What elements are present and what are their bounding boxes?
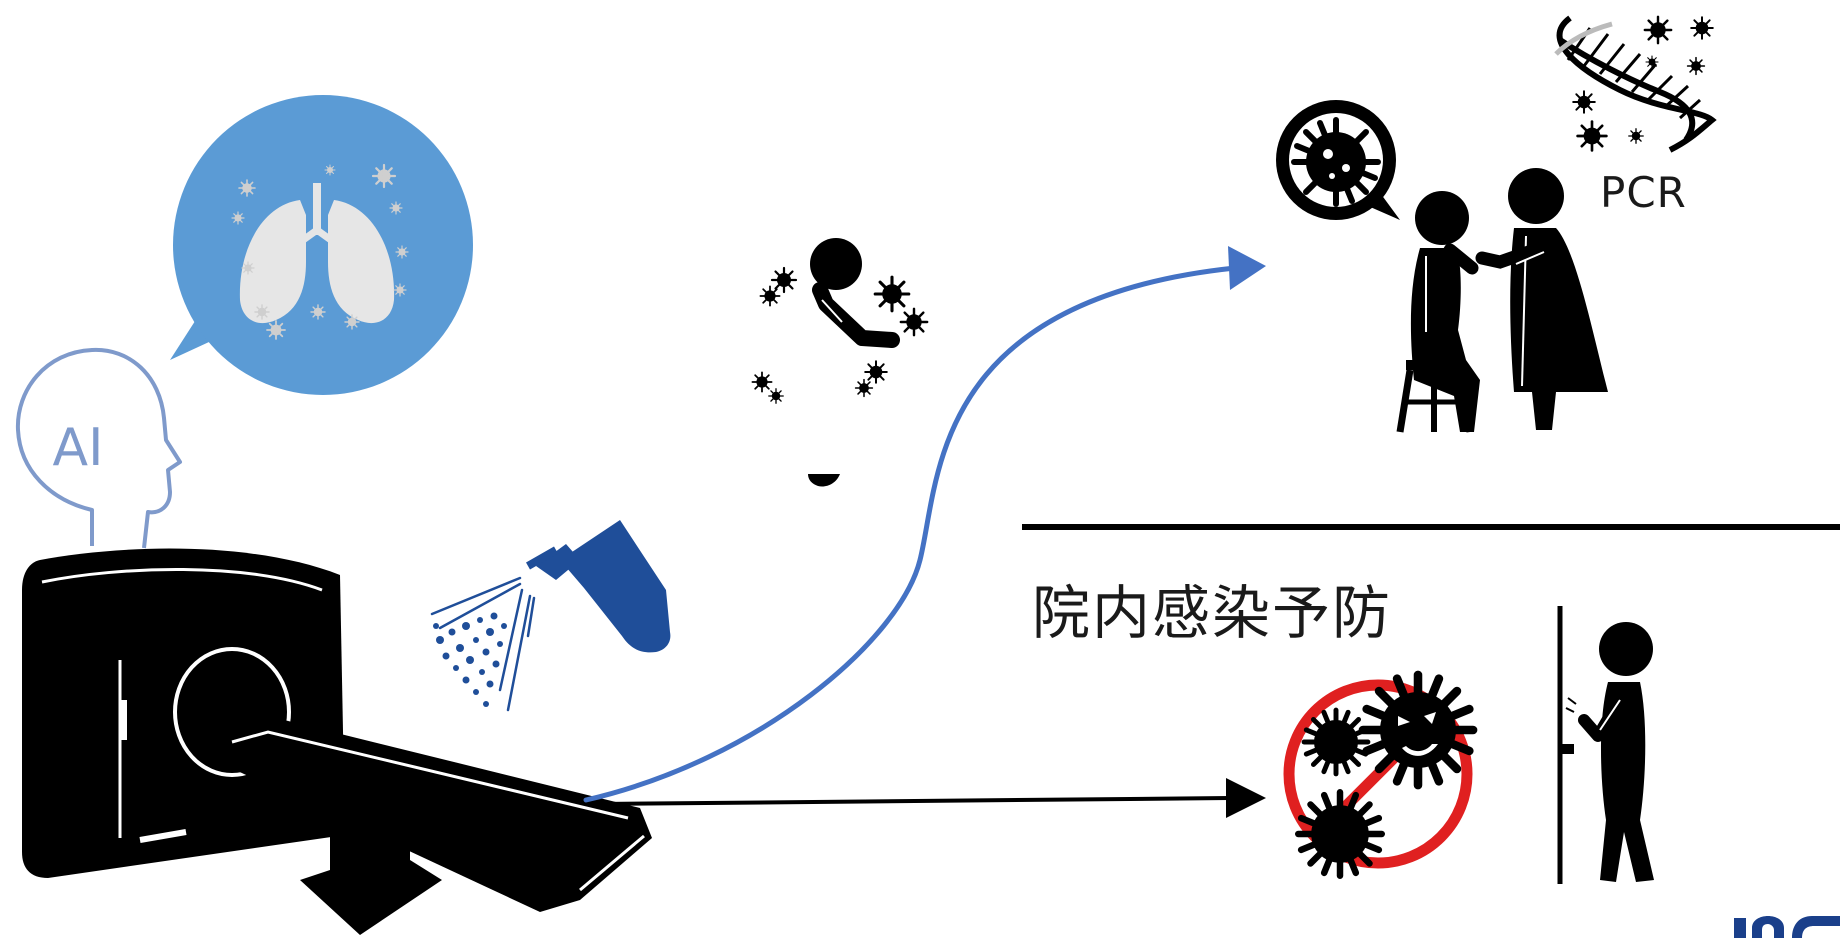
hand-washing-person-icon: [1557, 606, 1654, 884]
ct-to-prevention-arrow: [599, 778, 1266, 818]
lungs-icon: [239, 183, 395, 324]
infection-prevention-label: 院内感染予防: [1032, 579, 1393, 647]
no-virus-icon: [1283, 675, 1473, 876]
ct-to-pcr-arrow: [583, 246, 1266, 803]
ai-label: AI: [53, 418, 104, 478]
logo-fragment: [1734, 916, 1840, 938]
virus-bubble-icon: [1276, 100, 1400, 220]
dna-helix-icon: [1554, 15, 1717, 153]
pcr-label: PCR: [1600, 168, 1687, 217]
pcr-swab-test-icon: [1396, 168, 1608, 433]
disinfectant-spray-icon: [430, 520, 671, 712]
lung-speech-bubble-icon: [170, 95, 473, 395]
ct-scanner-icon: [22, 548, 652, 935]
coughing-person-icon: [751, 238, 929, 487]
ai-head-icon: AI: [15, 347, 182, 549]
